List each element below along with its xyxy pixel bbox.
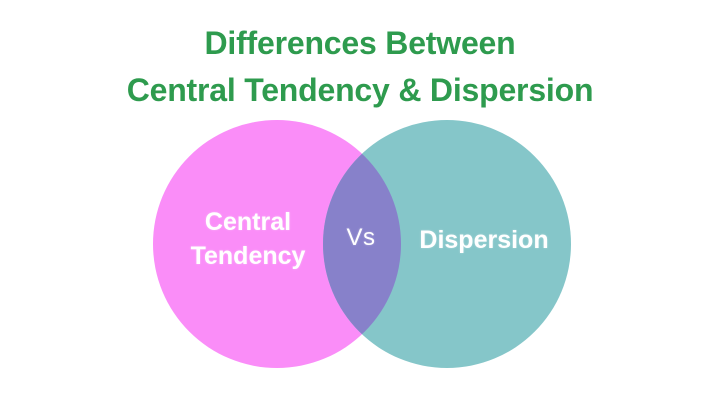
page-title: Differences Between Central Tendency & D…: [0, 20, 720, 114]
venn-label-right: Dispersion: [419, 226, 549, 254]
venn-label-overlap: Vs: [346, 224, 376, 251]
title-line-1: Differences Between: [204, 25, 516, 61]
venn-label-left-line-1: Central: [204, 208, 292, 236]
title-line-2: Central Tendency & Dispersion: [126, 72, 594, 109]
venn-label-left-line-2: Tendency: [190, 241, 306, 270]
venn-label-left: Central Tendency: [153, 206, 343, 273]
venn-circle-left: [153, 120, 401, 368]
venn-circle-right: [323, 120, 571, 368]
